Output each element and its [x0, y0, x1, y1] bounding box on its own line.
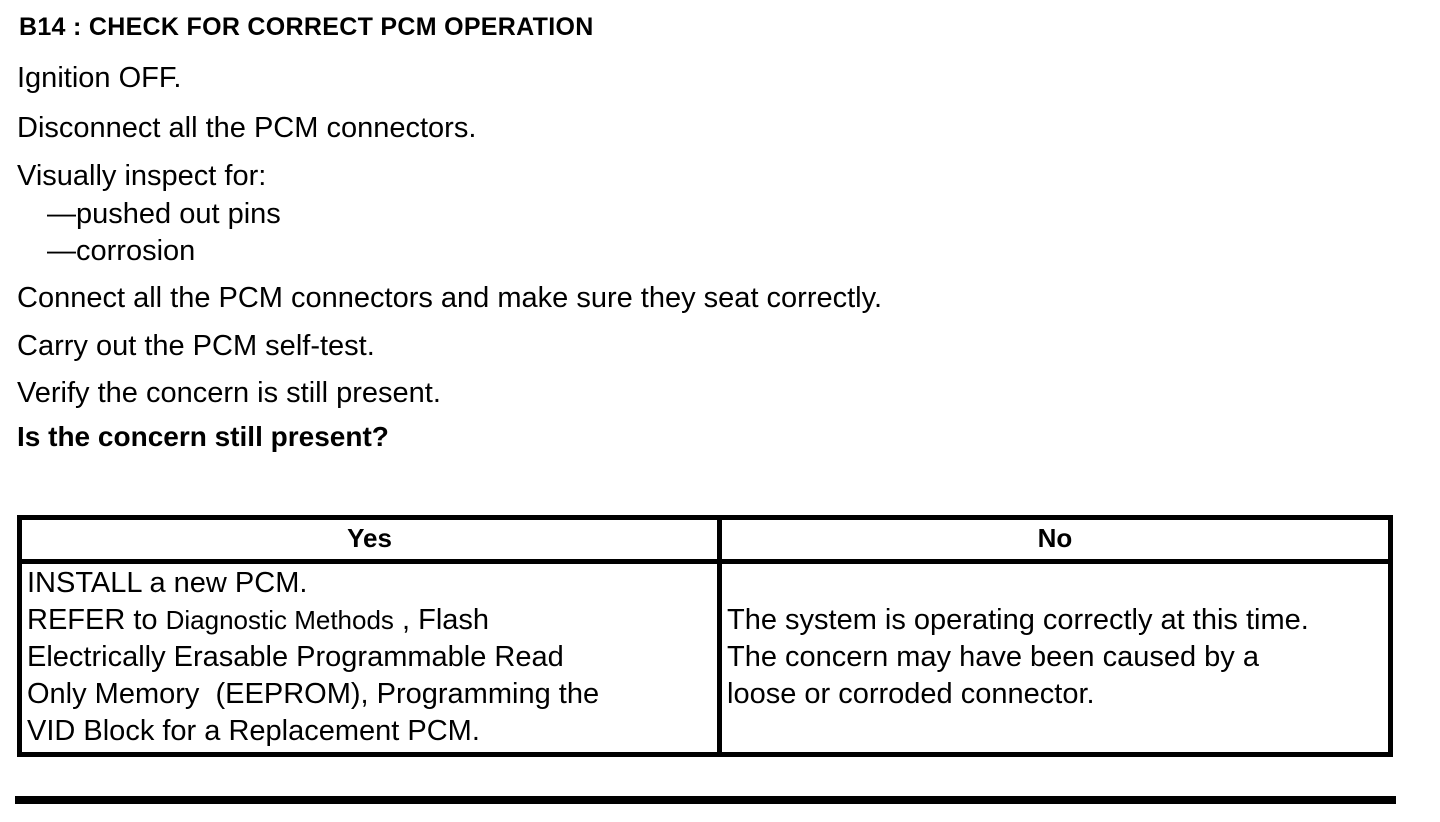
page-bottom-rule: [15, 796, 1396, 804]
step-line-disconnect: Disconnect all the PCM connectors.: [17, 112, 477, 144]
yes-action-cell: INSTALL a new PCM. REFER to Diagnostic Me…: [17, 559, 722, 757]
step-line-verify: Verify the concern is still present.: [17, 377, 441, 409]
no-result-text: The system is operating correctly at thi…: [727, 604, 1309, 710]
step-line-connect: Connect all the PCM connectors and make …: [17, 282, 883, 314]
decision-question: Is the concern still present?: [17, 421, 389, 452]
yes-install-line: INSTALL a new PCM.: [27, 567, 308, 599]
table-header-row: Yes No: [17, 515, 1393, 564]
yes-no-decision-table: Yes No INSTALL a new PCM. REFER to Diagno…: [17, 515, 1393, 757]
inspect-item-pushed-pins: —pushed out pins: [47, 198, 281, 230]
yes-column-header: Yes: [17, 515, 722, 564]
step-line-selftest: Carry out the PCM self-test.: [17, 330, 375, 362]
step-title: B14 : CHECK FOR CORRECT PCM OPERATION: [19, 13, 594, 41]
refer-prefix: REFER to: [27, 604, 166, 636]
refer-suffix: , Flash Electrically Erasable Programmab…: [27, 604, 600, 747]
no-column-header: No: [717, 515, 1393, 564]
step-line-ignition: Ignition OFF.: [17, 62, 182, 94]
step-line-inspect: Visually inspect for:: [17, 160, 267, 192]
inspect-item-corrosion: —corrosion: [47, 235, 196, 267]
reference-link-text: Diagnostic Methods: [165, 605, 394, 635]
no-action-cell: The system is operating correctly at thi…: [717, 559, 1393, 757]
table-body-row: INSTALL a new PCM. REFER to Diagnostic Me…: [17, 559, 1393, 757]
